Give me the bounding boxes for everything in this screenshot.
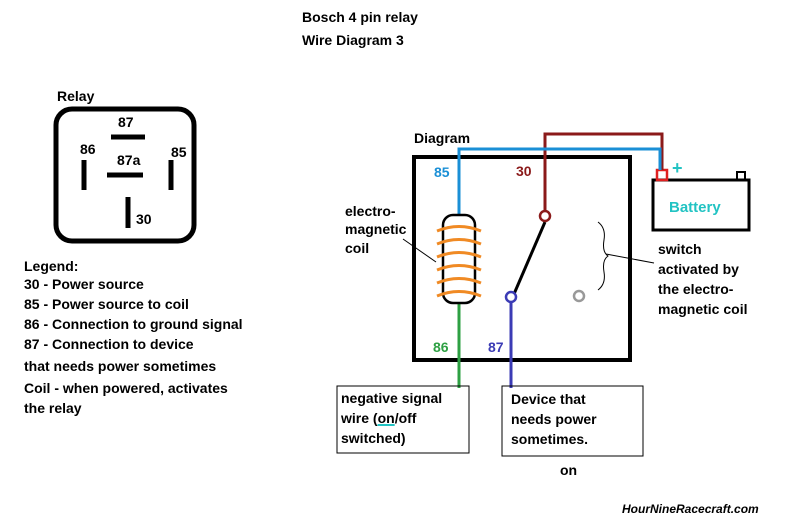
switch-note-line: activated by	[658, 261, 739, 277]
negative-signal-line-3: switched)	[341, 430, 406, 446]
battery-body	[651, 178, 751, 232]
negative-signal-box-outline	[336, 385, 470, 454]
pin-30-contact	[538, 209, 552, 223]
legend-item: 87 - Connection to device	[24, 336, 194, 352]
negative-signal-line-2-post: /off	[394, 410, 417, 426]
negative-signal-line-1: negative signal	[341, 390, 443, 406]
switch-note-line: switch	[658, 241, 702, 257]
switch-pointer-line	[605, 253, 655, 264]
negative-signal-line-2: wire (on/off	[341, 408, 442, 428]
relay-heading: Relay	[57, 88, 95, 104]
device-box-line: needs power	[511, 411, 597, 427]
battery-label: Battery	[669, 199, 721, 216]
pin-85-wire	[457, 147, 662, 215]
switch-note-line: magnetic coil	[658, 301, 748, 317]
footer-website: HourNineRacecraft.com	[622, 502, 759, 516]
relay-pin-87-label: 87	[118, 114, 134, 130]
legend-item: 85 - Power source to coil	[24, 296, 189, 312]
title-line-2: Wire Diagram 3	[302, 32, 404, 48]
legend-item: 86 - Connection to ground signal	[24, 316, 243, 332]
coil-windings	[436, 225, 482, 298]
diagram-heading: Diagram	[414, 130, 471, 146]
battery-negative-terminal	[736, 171, 746, 181]
device-box-line: Device that	[511, 391, 586, 407]
legend-item: 30 - Power source	[24, 276, 144, 292]
legend-heading: Legend:	[24, 258, 79, 274]
legend-item: Coil - when powered, activates	[24, 380, 228, 396]
relay-pin-30-label: 30	[136, 211, 152, 227]
pin-30-wire	[543, 132, 664, 212]
device-box: Device that needs power sometimes.	[511, 389, 597, 449]
pin-87-contact	[504, 290, 518, 304]
coil-pointer-line	[402, 238, 437, 263]
battery-plus-sign: +	[672, 158, 683, 178]
switch-brace	[597, 221, 609, 291]
relay-face-outline	[53, 106, 197, 244]
device-box-outline	[501, 385, 644, 457]
switch-note-line: the electro-	[658, 281, 734, 297]
relay-pin-87a-label: 87a	[117, 152, 141, 168]
relay-pin-86-label: 86	[80, 141, 96, 157]
negative-signal-box: negative signal wire (on/off switched)	[341, 388, 442, 448]
negative-signal-line-2-pre: wire (	[341, 410, 378, 426]
under-device-on-text: on	[560, 462, 578, 478]
legend-item: that needs power sometimes	[24, 358, 217, 374]
device-box-line: sometimes.	[511, 431, 589, 447]
legend-item: the relay	[24, 400, 82, 416]
coil-label-line: electro-	[345, 203, 396, 219]
pin-87a-contact	[572, 289, 586, 303]
negative-signal-on-word: on	[377, 410, 395, 426]
coil-label-line: coil	[345, 240, 370, 256]
diagram-pin-87-label: 87	[488, 339, 504, 355]
diagram-pin-30-label: 30	[516, 163, 532, 179]
diagram-pin-85-label: 85	[434, 164, 450, 180]
title-line-1: Bosch 4 pin relay	[302, 9, 418, 25]
diagram-pin-86-label: 86	[433, 339, 449, 355]
coil-label-line: magnetic	[345, 221, 407, 237]
switch-arm	[512, 221, 547, 295]
coil-core	[441, 213, 477, 305]
relay-pin-85-label: 85	[171, 144, 187, 160]
